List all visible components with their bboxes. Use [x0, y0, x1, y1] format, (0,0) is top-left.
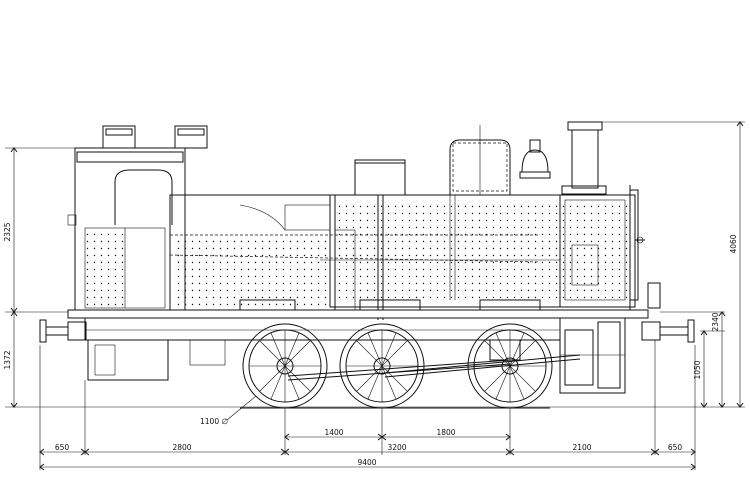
sand-dome: [354, 159, 406, 196]
dim-right-height: 4060: [729, 234, 738, 253]
wheel-middle: [339, 323, 425, 409]
dim-front-to-buffer: 2100: [572, 443, 591, 452]
axle-dimensions: 1400 1800: [284, 408, 511, 455]
dim-front-overhang: 650: [668, 443, 683, 452]
dim-overall-length: 9400: [357, 458, 376, 467]
wheel-front: [467, 323, 553, 409]
roof-vents: [102, 125, 208, 149]
chimney: [561, 121, 607, 195]
dim-rear-overhang: 650: [55, 443, 70, 452]
right-dimensions: 4060 2340 1050: [600, 121, 745, 408]
bottom-dimensions: 650 2800 3200 2100 650 9400: [39, 340, 696, 471]
locomotive: [39, 121, 695, 394]
boiler: [320, 185, 636, 320]
steam-dome: [449, 125, 511, 195]
dim-left-lower: 1372: [3, 350, 12, 369]
wheel-rear: [242, 323, 328, 409]
dim-wheel-diameter: 1100 ∅: [200, 417, 228, 426]
dim-right-boiler-axis: 2340: [711, 312, 720, 331]
dim-rear-to-axle: 2800: [172, 443, 191, 452]
rear-buffer: [39, 319, 87, 343]
dim-right-buffer-height: 1050: [693, 360, 702, 379]
cab: [67, 147, 186, 314]
dim-axle-middle-front: 1800: [436, 428, 455, 437]
leaf-springs: [239, 299, 541, 311]
coupling-rod: [287, 339, 581, 381]
front-buffer: [641, 319, 695, 343]
left-dimensions: 2325 1372: [3, 147, 75, 408]
dim-left-upper: 2325: [3, 222, 12, 241]
whistle: [519, 139, 551, 179]
dim-wheelbase: 3200: [387, 443, 406, 452]
smokebox: [629, 189, 661, 309]
wheel-diameter-callout: 1100 ∅: [200, 395, 257, 426]
dim-axle-rear-middle: 1400: [324, 428, 343, 437]
